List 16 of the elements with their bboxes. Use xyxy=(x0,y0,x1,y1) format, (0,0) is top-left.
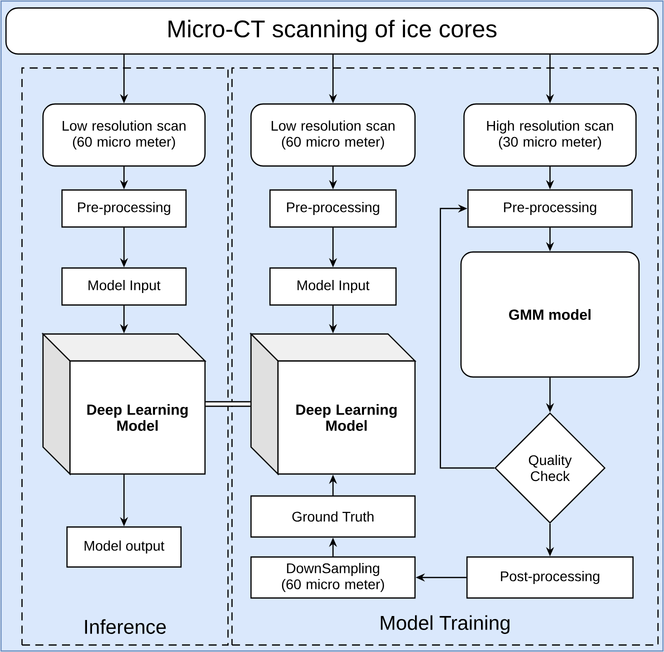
rounded-box: High resolution scan (30 micro meter) xyxy=(463,103,637,167)
rounded-box: Low resolution scan (60 micro meter) xyxy=(42,103,206,167)
process-box: Pre-processing xyxy=(61,189,187,228)
process-box: Pre-processing xyxy=(467,189,633,228)
rounded-box: GMM model xyxy=(460,251,640,378)
process-box: Ground Truth xyxy=(250,495,416,538)
process-box: Model Input xyxy=(61,267,187,306)
rounded-box: Low resolution scan (60 micro meter) xyxy=(250,103,416,167)
arrow xyxy=(440,204,494,469)
header-box: Micro-CT scanning of ice cores xyxy=(5,7,659,55)
process-box: Model output xyxy=(66,526,182,568)
process-box: Pre-processing xyxy=(269,189,397,228)
process-box: Post-processing xyxy=(466,556,634,599)
connector-line xyxy=(206,401,250,407)
process-box: Model Input xyxy=(269,267,397,306)
process-box: DownSampling (60 micro meter) xyxy=(250,556,416,599)
